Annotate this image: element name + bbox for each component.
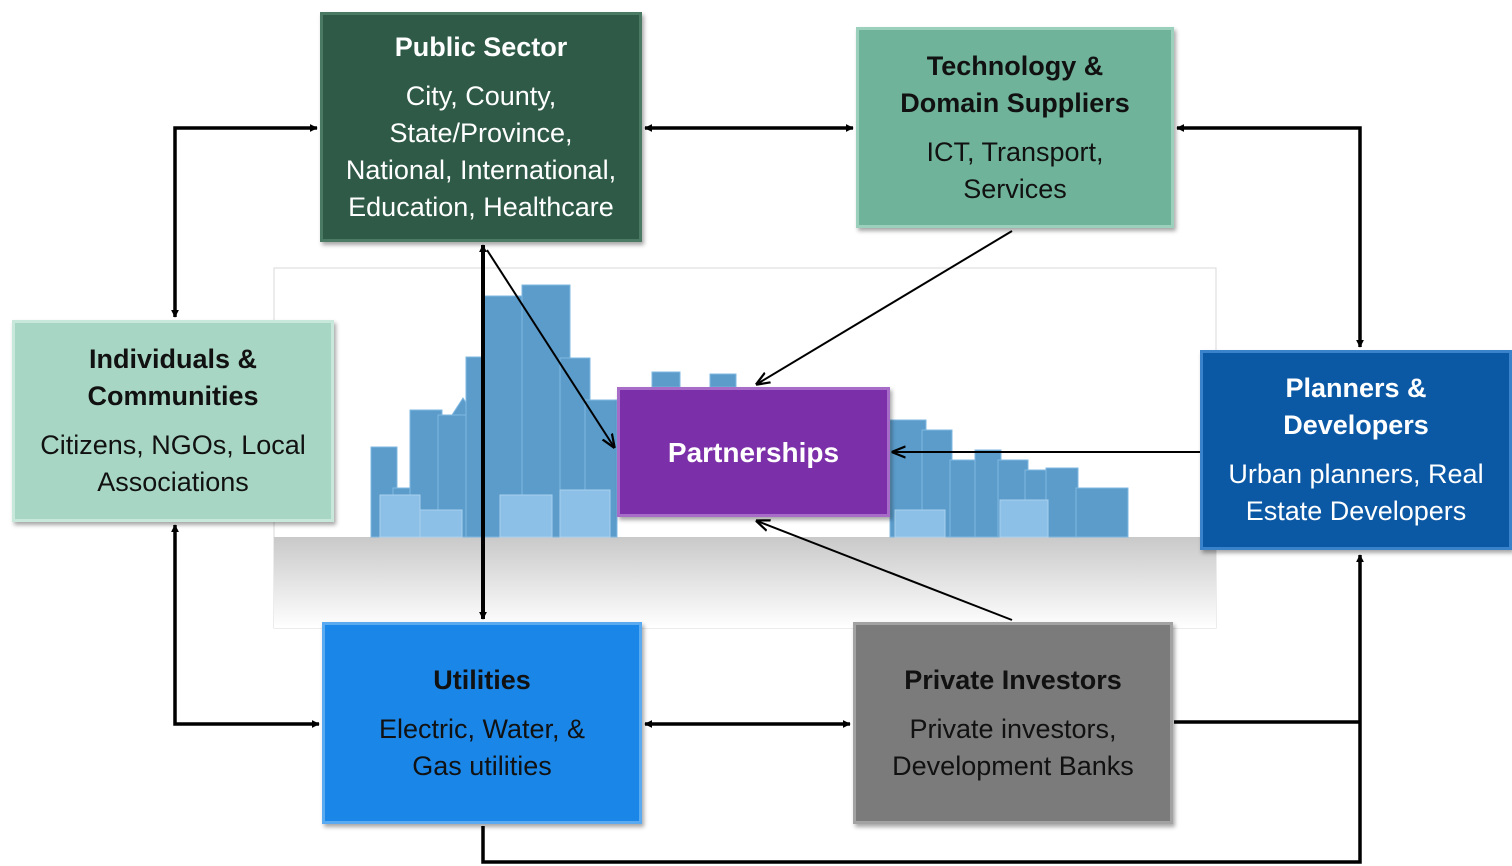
private-investors-title: Private Investors — [904, 664, 1122, 695]
utilities-detail: Electric, Water, & Gas utilities — [378, 713, 586, 781]
partnerships-box: Partnerships — [617, 387, 890, 517]
technology-suppliers-title: Technology & Domain Suppliers — [900, 50, 1130, 118]
technology-suppliers-detail: ICT, Transport, Services — [926, 136, 1104, 204]
utilities-title: Utilities — [433, 664, 531, 695]
city-skyline-icon — [273, 267, 1217, 629]
public-sector-detail: City, County, State/Province, National, … — [345, 80, 617, 222]
individuals-communities-box: Individuals & Communities Citizens, NGOs… — [12, 320, 334, 522]
public-sector-box: Public Sector City, County, State/Provin… — [320, 12, 642, 242]
private-investors-detail: Private investors, Development Banks — [892, 713, 1134, 781]
individuals-communities-detail: Citizens, NGOs, Local Associations — [40, 430, 306, 497]
private-investors-box: Private Investors Private investors, Dev… — [853, 622, 1173, 824]
arrow-technology-partnerships — [757, 230, 1013, 384]
technology-suppliers-box: Technology & Domain Suppliers ICT, Trans… — [856, 27, 1174, 228]
connector-lines — [171, 124, 1364, 864]
arrow-investors-partnerships — [757, 521, 1013, 621]
arrow-public-individuals — [171, 124, 318, 318]
public-sector-title: Public Sector — [394, 31, 568, 62]
individuals-communities-title: Individuals & Communities — [87, 344, 259, 411]
partnerships-title: Partnerships — [667, 436, 840, 468]
arrow-technology-planners — [1176, 124, 1364, 348]
planners-developers-detail: Urban planners, Real Estate Developers — [1228, 459, 1484, 526]
utilities-box: Utilities Electric, Water, & Gas utiliti… — [322, 622, 642, 824]
planners-developers-box: Planners & Developers Urban planners, Re… — [1200, 350, 1512, 550]
arrow-individuals-utilities — [171, 524, 320, 728]
arrow-public-partnerships — [486, 249, 614, 447]
planners-developers-title: Planners & Developers — [1283, 373, 1429, 440]
arrow-utilities-planners — [481, 554, 1364, 864]
